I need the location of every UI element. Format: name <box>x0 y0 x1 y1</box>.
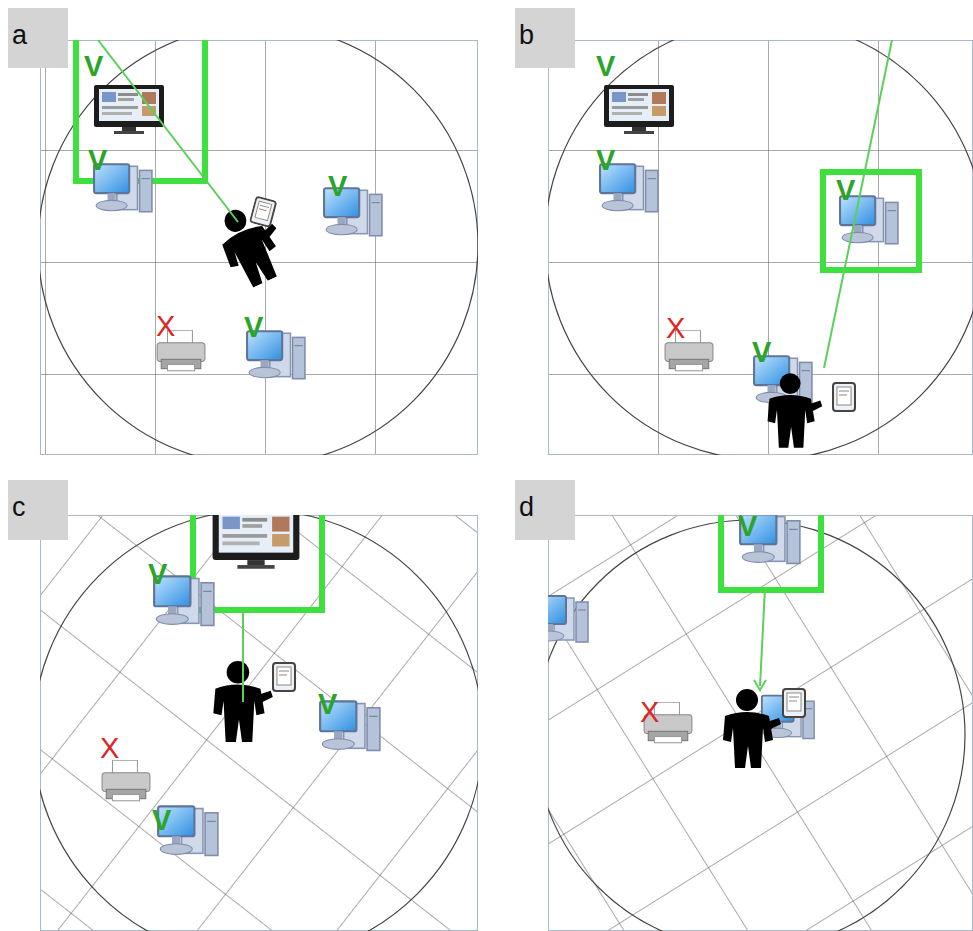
panel-tag: a <box>8 8 68 68</box>
available-mark: V <box>318 690 337 719</box>
available-mark: V <box>752 338 771 367</box>
panel-letter: d <box>519 492 534 522</box>
available-mark: V <box>836 176 855 205</box>
panel-tag: c <box>8 480 68 540</box>
panel-c-scene <box>40 515 478 931</box>
unavailable-mark: X <box>100 734 119 763</box>
available-mark: V <box>88 146 107 175</box>
panel-b-scene <box>548 40 973 455</box>
unavailable-mark: X <box>156 312 175 341</box>
panel-tag: b <box>515 8 575 68</box>
available-mark: V <box>738 512 757 541</box>
unavailable-mark: X <box>640 698 659 727</box>
panel-letter: b <box>519 20 534 50</box>
available-mark: V <box>596 52 615 81</box>
available-mark: V <box>152 806 171 835</box>
available-mark: V <box>148 560 167 589</box>
panel-d-scene <box>548 515 973 931</box>
panel-a-scene <box>40 40 478 455</box>
available-mark: V <box>244 313 263 342</box>
unavailable-mark: X <box>666 314 685 343</box>
available-mark: V <box>84 52 103 81</box>
panel-letter: c <box>12 492 26 522</box>
available-mark: V <box>328 172 347 201</box>
available-mark: V <box>596 146 615 175</box>
panel-tag: d <box>515 480 575 540</box>
panel-letter: a <box>12 20 27 50</box>
